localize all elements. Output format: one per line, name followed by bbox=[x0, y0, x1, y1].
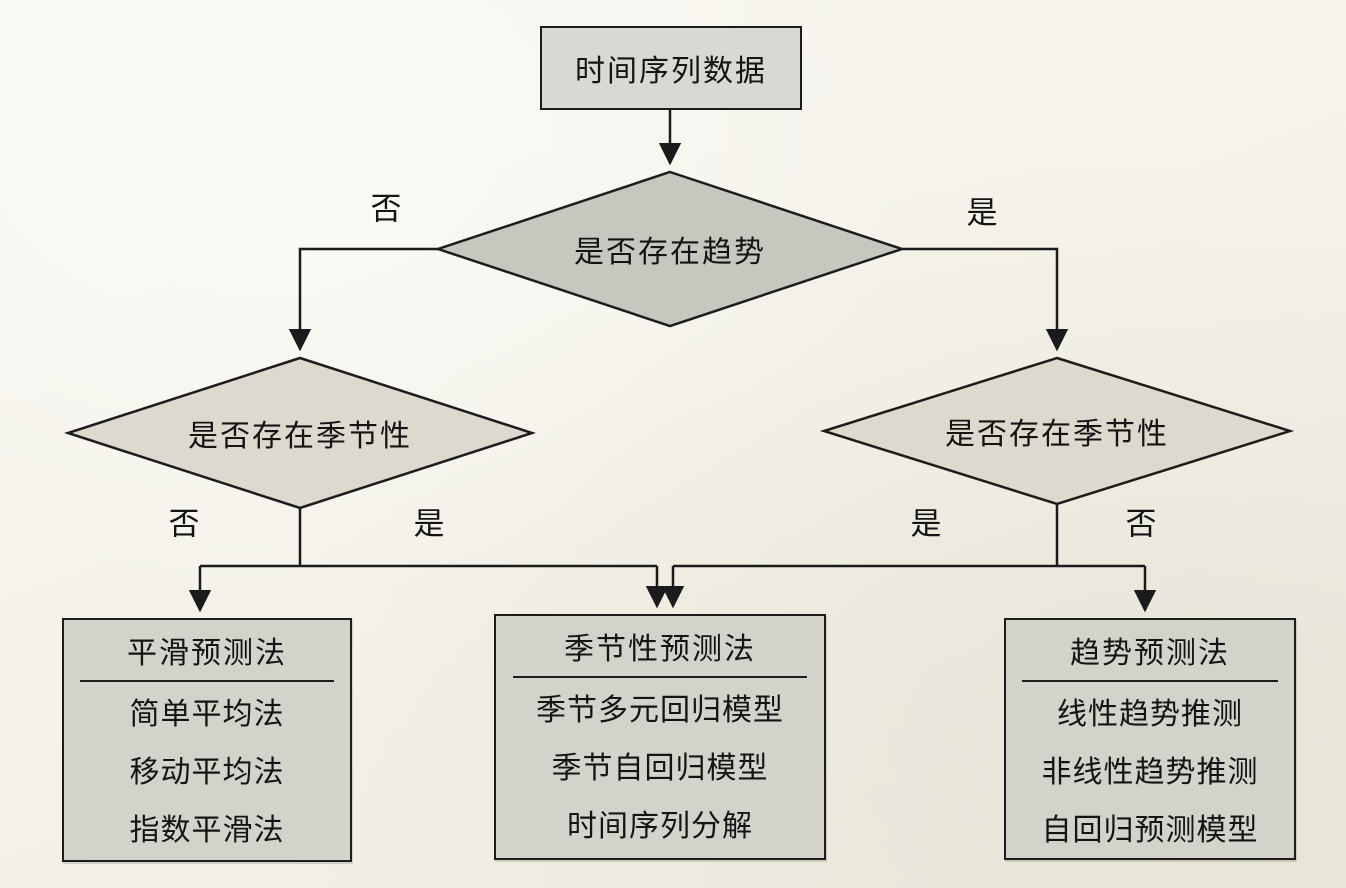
smoothing-methods-box: 平滑预测法 简单平均法 移动平均法 指数平滑法 bbox=[62, 618, 352, 862]
list-item: 线性趋势推测 bbox=[1057, 698, 1243, 731]
edge-label-right-season-no: 否 bbox=[1125, 506, 1157, 542]
list-item: 移动平均法 bbox=[129, 756, 285, 789]
trend-methods-list: 线性趋势推测 非线性趋势推测 自回归预测模型 bbox=[1012, 686, 1288, 860]
edge-label-left-season-yes: 是 bbox=[413, 506, 445, 542]
seasonal-methods-list: 季节多元回归模型 季节自回归模型 时间序列分解 bbox=[502, 682, 818, 856]
list-item: 简单平均法 bbox=[129, 698, 285, 731]
edge-trend-yes bbox=[899, 247, 1069, 352]
edge-label-right-season-yes: 是 bbox=[910, 506, 942, 542]
left-season-decision-diamond bbox=[63, 356, 537, 510]
right-season-decision-diamond bbox=[819, 356, 1295, 506]
root-node-label: 时间序列数据 bbox=[575, 55, 767, 88]
edge-trend-no bbox=[288, 247, 441, 352]
list-item: 指数平滑法 bbox=[129, 814, 285, 847]
list-item: 非线性趋势推测 bbox=[1041, 756, 1259, 789]
edge-label-trend-no: 否 bbox=[370, 191, 402, 227]
list-item: 自回归预测模型 bbox=[1041, 814, 1259, 847]
smoothing-methods-title: 平滑预测法 bbox=[79, 628, 335, 682]
list-item: 时间序列分解 bbox=[567, 810, 753, 843]
list-item: 季节自回归模型 bbox=[551, 752, 769, 785]
left-season-decision-label: 是否存在季节性 bbox=[188, 420, 412, 453]
trend-methods-title: 趋势预测法 bbox=[1021, 628, 1279, 682]
trend-decision-diamond bbox=[434, 170, 906, 328]
trend-methods-box: 趋势预测法 线性趋势推测 非线性趋势推测 自回归预测模型 bbox=[1004, 618, 1296, 860]
trend-decision-label: 是否存在趋势 bbox=[574, 236, 766, 269]
list-item: 季节多元回归模型 bbox=[536, 694, 784, 727]
seasonal-methods-box: 季节性预测法 季节多元回归模型 季节自回归模型 时间序列分解 bbox=[494, 614, 826, 860]
right-season-decision-label: 是否存在季节性 bbox=[945, 418, 1169, 451]
smoothing-methods-list: 简单平均法 移动平均法 指数平滑法 bbox=[70, 686, 344, 860]
edge-label-left-season-no: 否 bbox=[168, 506, 200, 542]
edge-label-trend-yes: 是 bbox=[966, 195, 998, 231]
seasonal-methods-title: 季节性预测法 bbox=[513, 624, 807, 678]
root-node: 时间序列数据 bbox=[540, 26, 802, 110]
